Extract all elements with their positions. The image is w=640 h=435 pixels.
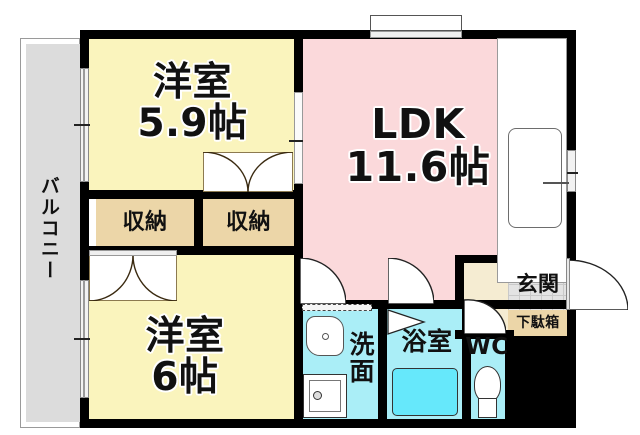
wall-hallway-left [455, 255, 464, 305]
closet-south-label: 収納 [225, 209, 271, 235]
balcony-label: バルコニー [37, 175, 60, 281]
bedroom-north-label: 洋室 5.9帖 [120, 58, 265, 150]
bedroom-south-name: 洋室 [145, 314, 225, 360]
wall-bottom [80, 419, 576, 428]
wall-left-mid1 [80, 182, 89, 252]
closet-north-label: 収納 [122, 209, 168, 235]
ldk-label: LDK 11.6帖 [338, 96, 498, 196]
ldk-name: LDK [371, 100, 465, 149]
ldk-side-window-mark [562, 172, 578, 174]
kitchen-sink [508, 128, 562, 228]
bathroom-label: 浴室 [401, 327, 453, 356]
washing-machine-drain [313, 391, 322, 400]
wall-solid-block-se [505, 336, 576, 428]
ldk-size: 11.6帖 [345, 143, 491, 191]
wall-bedroom-ldk-upper [294, 30, 303, 92]
balcony-floor [26, 44, 80, 422]
wall-right-upper [567, 30, 576, 150]
closet-north-door-arcs[interactable] [203, 152, 293, 192]
vanity-basin [306, 316, 344, 356]
ldk-side-window [567, 150, 576, 192]
bathroom-door-marker [387, 309, 426, 335]
shoebox-label: 下駄箱 [516, 314, 560, 331]
bathtub [392, 368, 458, 416]
wall-right-mid [567, 192, 576, 262]
wall-below-closets [80, 246, 303, 255]
toilet-label: WC [465, 334, 509, 361]
bedroom-north-side-window-mark [289, 140, 303, 142]
wall-left-mid2 [80, 252, 89, 280]
bedroom-south-label: 洋室 6帖 [110, 312, 260, 404]
wall-above-closets [80, 190, 303, 199]
bedroom-north-side-window [294, 92, 303, 184]
vanity-counter [302, 304, 372, 311]
toilet-bowl [474, 366, 501, 402]
entrance-label: 玄関 [516, 272, 560, 297]
wall-washroom-bathroom [378, 308, 387, 428]
vanity-basin-drain [322, 333, 329, 340]
balcony-window-north-mark [74, 124, 90, 126]
wall-bedroom-ldk-lower [294, 182, 303, 302]
ldk-bay-window-sill [370, 31, 462, 38]
wall-left-upper [80, 30, 89, 68]
balcony-window-south-mark [74, 338, 90, 340]
ldk-bay-window [370, 15, 462, 31]
wall-left-lower [80, 398, 89, 428]
closet-south-door-arcs[interactable] [89, 255, 177, 301]
wall-closet-divider [194, 190, 203, 255]
washroom-label: 洗面 [342, 318, 378, 398]
toilet-tank [478, 398, 497, 418]
closet-south-door-rail [89, 250, 177, 256]
bedroom-north-size: 5.9帖 [137, 101, 248, 146]
wall-hallway-bottom [455, 330, 510, 339]
bedroom-north-name: 洋室 [152, 60, 232, 106]
washroom-text: 洗面 [346, 331, 375, 385]
washroom-door[interactable] [300, 258, 346, 304]
wall-bathroom-wc [462, 308, 471, 428]
bedroom-south-size: 6帖 [151, 355, 219, 400]
bathroom-corridor-door[interactable] [388, 258, 434, 304]
shoebox-floor [508, 310, 568, 336]
closet-north-floor [96, 198, 194, 248]
wall-bedroom-washroom [294, 300, 303, 428]
entrance-door-frame [566, 258, 570, 310]
closet-south-floor [202, 198, 294, 248]
hallway-ldk-door[interactable] [464, 294, 506, 334]
entrance-door[interactable] [568, 260, 628, 310]
wall-top [80, 30, 576, 39]
kitchen-faucet [543, 182, 569, 184]
wall-ldk-bottom [294, 300, 576, 309]
